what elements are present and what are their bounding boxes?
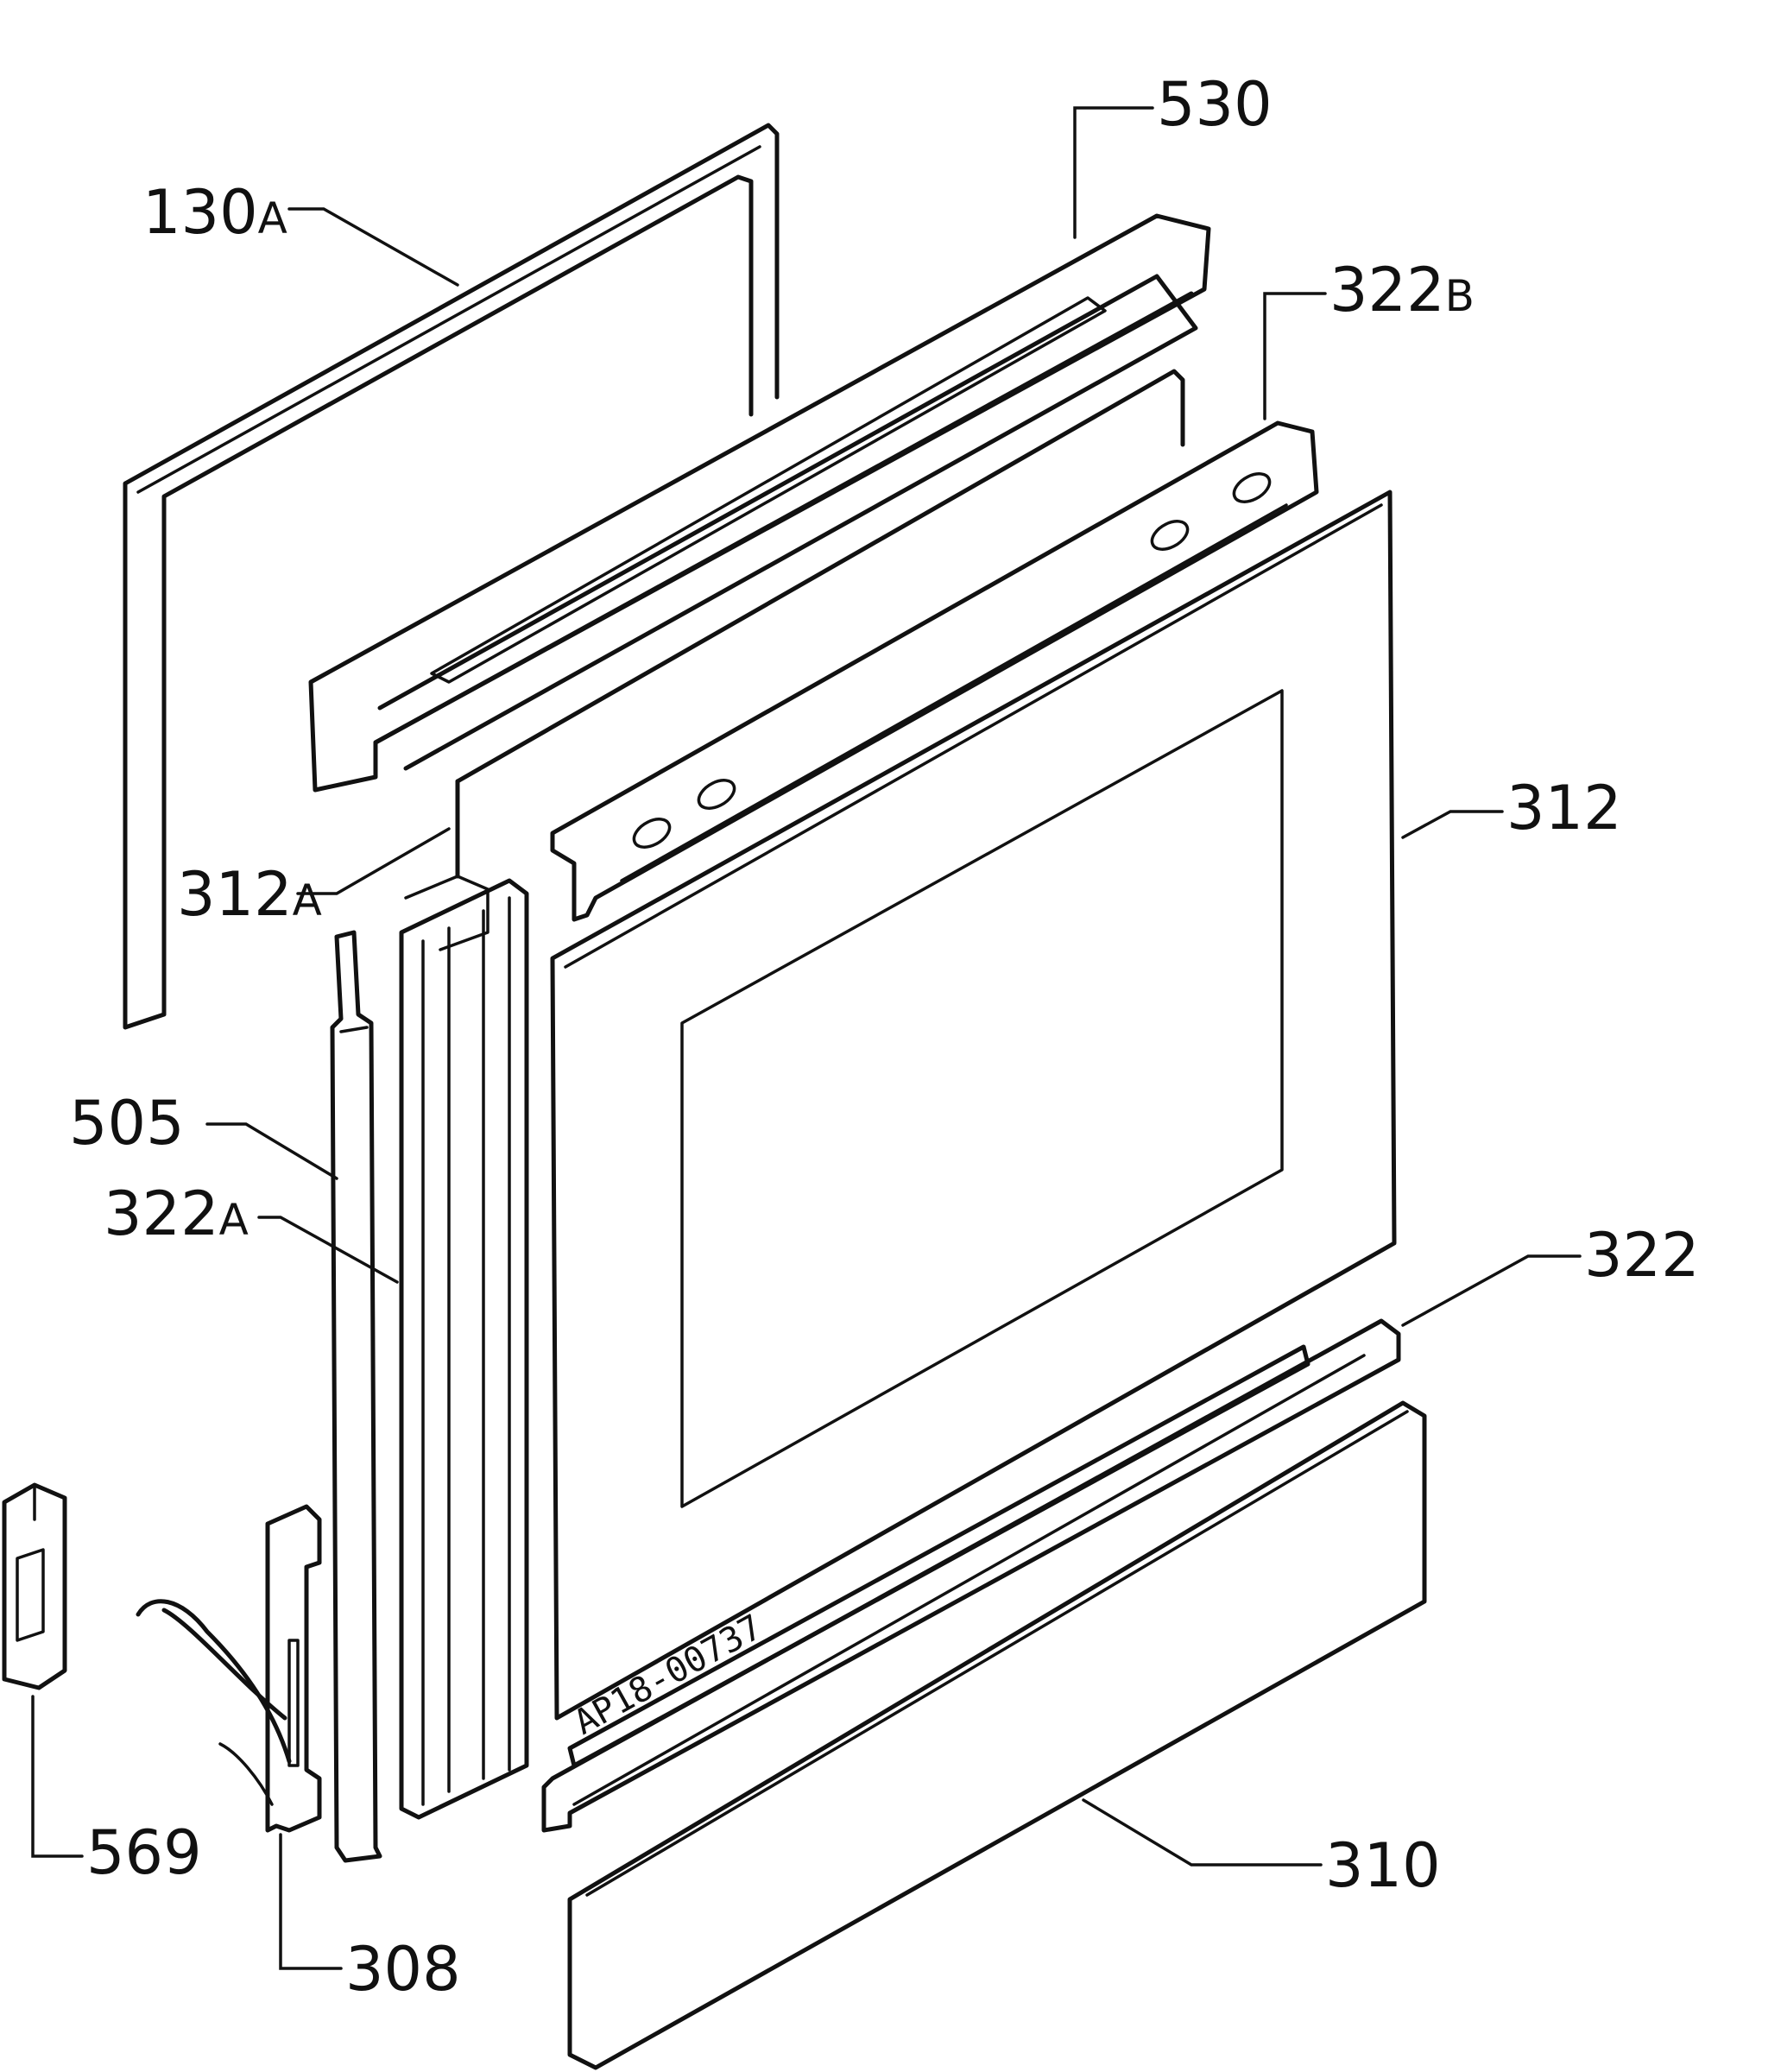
leader-312 — [1401, 810, 1504, 839]
leader-530 — [1073, 106, 1154, 239]
leader-322 — [1401, 1254, 1582, 1327]
part-530-top-trim — [308, 213, 1211, 793]
leader-lines — [31, 106, 1582, 1970]
part-322a-side-channel — [399, 875, 529, 1820]
part-322-bottom-rail — [541, 1318, 1401, 1833]
part-569-latch-block — [2, 1482, 67, 1690]
leader-310 — [1082, 1798, 1323, 1867]
leader-312a — [296, 827, 451, 895]
part-130a-gasket — [123, 123, 780, 1030]
label-130a: 130A — [142, 177, 287, 248]
label-308: 308 — [345, 1934, 461, 2005]
part-labels: 130A 530 322B 312 312A 505 322A 322 569 … — [69, 69, 1700, 2005]
part-312a-inner-glass — [455, 369, 1185, 879]
part-308-hinge — [136, 1504, 322, 1833]
label-322a: 322A — [104, 1178, 249, 1249]
label-322b: 322B — [1329, 255, 1475, 325]
leader-130a — [287, 207, 459, 287]
leader-505 — [205, 1122, 338, 1180]
part-505-side-profile — [330, 930, 382, 1863]
part-312-door-glass — [550, 490, 1397, 1721]
part-322b-top-rail — [550, 420, 1319, 922]
leader-569 — [31, 1695, 84, 1858]
label-312a: 312A — [177, 859, 322, 930]
leader-322b — [1263, 292, 1327, 420]
leader-308 — [279, 1833, 343, 1970]
label-322: 322 — [1584, 1220, 1700, 1291]
label-569: 569 — [86, 1817, 202, 1888]
leader-322a — [257, 1216, 399, 1284]
label-530: 530 — [1157, 69, 1273, 140]
part-310-bottom-trim — [567, 1400, 1427, 2070]
label-312: 312 — [1506, 773, 1622, 843]
label-505: 505 — [69, 1088, 185, 1159]
label-310: 310 — [1325, 1830, 1441, 1901]
